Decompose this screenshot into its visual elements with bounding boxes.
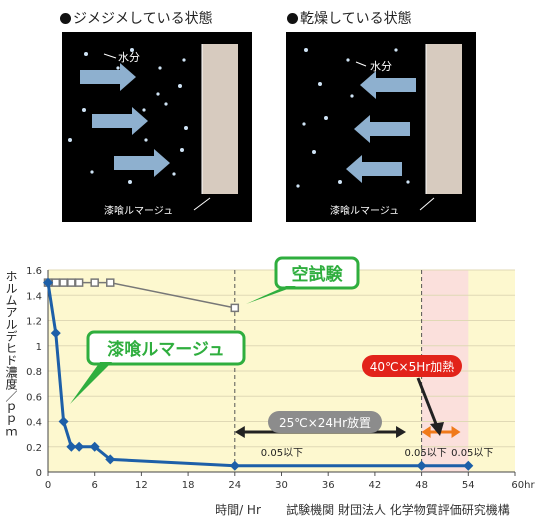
x-tick-label: 48 bbox=[415, 480, 428, 491]
x-tick-label: 54 bbox=[462, 480, 475, 491]
detection-limit-note: 0.05以下 bbox=[404, 448, 446, 459]
y-tick-label: 0 bbox=[36, 468, 42, 479]
source-credit: 試験機関 財団法人 化学物質評価研究機構 bbox=[286, 502, 510, 517]
y-tick-label: 0.6 bbox=[26, 392, 42, 403]
x-tick-label: 36 bbox=[322, 480, 335, 491]
plaster-wall bbox=[202, 44, 238, 194]
wall-label: 漆喰ルマージュ bbox=[104, 204, 173, 217]
blank-test-callout: 空試験 bbox=[246, 256, 360, 304]
wet-panel-title: ジメジメしている状態 bbox=[60, 8, 213, 28]
blank-test-point bbox=[106, 278, 115, 287]
wet-panel-title-text: ジメジメしている状態 bbox=[73, 11, 213, 27]
plaster-point bbox=[50, 328, 61, 339]
resting-arrow-head-right bbox=[396, 426, 407, 438]
blank-test-point bbox=[74, 278, 84, 287]
y-tick-label: 0.8 bbox=[26, 367, 42, 378]
moisture-label: 水分 bbox=[370, 60, 392, 73]
plaster-point bbox=[105, 454, 116, 465]
blank-test-point bbox=[67, 278, 76, 287]
y-tick-label: 1.2 bbox=[26, 317, 42, 328]
heating-arrow-head-right bbox=[451, 426, 461, 438]
plaster-point bbox=[43, 277, 53, 288]
arrow-to-wall-icon bbox=[80, 63, 170, 177]
x-tick-label: 12 bbox=[135, 480, 148, 491]
dry-panel-title-text: 乾燥している状態 bbox=[300, 11, 412, 27]
y-tick-label: 0.2 bbox=[26, 443, 42, 454]
dry-state-illustration: 水分 漆喰ルマージュ bbox=[286, 32, 476, 222]
plaster-wall bbox=[426, 44, 462, 194]
plaster-point bbox=[229, 460, 240, 471]
wet-state-illustration: 水分 漆喰ルマージュ bbox=[62, 32, 252, 222]
plaster-point bbox=[74, 441, 85, 452]
x-tick-label: 42 bbox=[369, 480, 382, 491]
plaster-point bbox=[66, 441, 77, 452]
y-tick-label: 0.4 bbox=[26, 418, 42, 429]
moisture-dots bbox=[68, 48, 188, 184]
x-tick-label: 0 bbox=[45, 480, 51, 491]
x-tick-label: 30 bbox=[275, 480, 288, 491]
heating-arrow-head-left bbox=[421, 426, 431, 438]
plaster-point bbox=[463, 460, 474, 471]
detection-limit-note: 0.05以下 bbox=[451, 448, 493, 459]
plaster-point bbox=[416, 460, 427, 471]
moisture-dots bbox=[296, 48, 410, 188]
formaldehyde-chart: ホルムアルデヒド濃度／ｐｐｍ 0 0.2 0.4 0.6 0.8 1 1.2 1.4 1.6 0 6… bbox=[4, 256, 535, 517]
blank-test-point bbox=[230, 303, 240, 313]
plaster-callout: 漆喰ルマージュ bbox=[70, 330, 246, 404]
dry-panel-title: 乾燥している状態 bbox=[287, 8, 412, 28]
moisture-label: 水分 bbox=[118, 51, 140, 64]
resting-callout: 25℃×24Hr放置 bbox=[268, 411, 382, 433]
blank-test-point bbox=[90, 278, 99, 287]
arrow-from-wall-icon bbox=[346, 71, 416, 183]
y-tick-label: 1.4 bbox=[26, 291, 42, 302]
heating-label: 40℃×5Hr加熱 bbox=[370, 360, 454, 374]
heating-callout: 40℃×5Hr加熱 bbox=[362, 355, 462, 377]
resting-label: 25℃×24Hr放置 bbox=[279, 415, 371, 430]
blank-test-label: 空試験 bbox=[292, 264, 344, 285]
heating-pointer-arrow bbox=[416, 377, 444, 436]
wall-label: 漆喰ルマージュ bbox=[330, 204, 399, 217]
blank-test-point bbox=[59, 278, 68, 287]
x-tick-label: 60hr bbox=[511, 480, 535, 491]
plaster-line bbox=[46, 282, 469, 468]
detection-limit-note: 0.05以下 bbox=[261, 448, 303, 459]
x-tick-label: 6 bbox=[92, 480, 98, 491]
x-tick-label: 18 bbox=[182, 480, 195, 491]
bullet-icon bbox=[287, 13, 298, 24]
blank-test-point bbox=[51, 278, 61, 287]
y-tick-label: 1 bbox=[36, 342, 42, 353]
plaster-point bbox=[58, 416, 69, 427]
plaster-label: 漆喰ルマージュ bbox=[107, 339, 224, 360]
x-tick-label: 24 bbox=[228, 480, 241, 491]
y-axis-label: ホルムアルデヒド濃度／ｐｐｍ bbox=[4, 270, 18, 438]
y-tick-label: 1.6 bbox=[26, 266, 42, 277]
x-axis-label: 時間/ Hr bbox=[215, 503, 261, 517]
bullet-icon bbox=[60, 13, 71, 24]
plaster-point bbox=[89, 441, 100, 452]
resting-arrow-head-left bbox=[234, 426, 245, 438]
